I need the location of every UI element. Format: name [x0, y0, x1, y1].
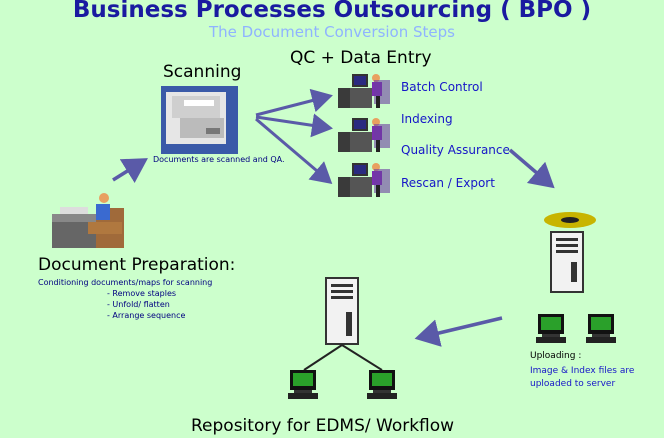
workstation-rescan-icon [338, 163, 390, 197]
arrow-scan-to-batch [255, 88, 333, 117]
qc-step-quality-assurance: Quality Assurance [401, 143, 510, 157]
arrow-qc-to-server [508, 148, 555, 189]
upload-server-icon [544, 212, 596, 293]
arrow-server-to-repository [414, 316, 503, 347]
page-subtitle: The Document Conversion Steps [209, 23, 455, 41]
uploading-label: Uploading : [530, 351, 582, 361]
workstation-indexing-icon [338, 118, 390, 152]
repository-pc-left-icon [288, 370, 318, 399]
preparation-item-unfold: - Unfold/ flatten [107, 300, 170, 309]
scanning-heading: Scanning [163, 62, 242, 82]
preparation-item-remove-staples: - Remove staples [107, 289, 177, 298]
repository-server-icon [325, 277, 359, 345]
qc-step-batch-control: Batch Control [401, 80, 483, 94]
qc-step-indexing: Indexing [401, 112, 453, 126]
arrow-scan-to-indexing [255, 113, 333, 138]
page-title: Business Processes Outsourcing ( BPO ) [72, 0, 592, 23]
repository-pc-right-icon [367, 370, 397, 399]
arrow-scan-to-rescan [255, 117, 333, 184]
upload-pc-left-icon [536, 314, 566, 343]
preparation-desk-icon [52, 193, 124, 248]
qc-step-rescan-export: Rescan / Export [401, 176, 495, 190]
preparation-item-arrange: - Arrange sequence [107, 311, 186, 320]
qc-heading: QC + Data Entry [290, 48, 432, 68]
uploading-line-1: Image & Index files are [530, 366, 635, 376]
arrow-prep-to-scan [112, 158, 148, 184]
scanning-caption: Documents are scanned and QA. [153, 155, 285, 164]
scanner-icon [161, 86, 238, 154]
repository-label: Repository for EDMS/ Workflow [191, 416, 455, 436]
preparation-intro: Conditioning documents/maps for scanning [38, 278, 213, 287]
uploading-line-2: uploaded to server [530, 379, 616, 389]
preparation-heading: Document Preparation: [38, 255, 236, 275]
workstation-batch-control-icon [338, 74, 390, 108]
upload-pc-right-icon [586, 314, 616, 343]
